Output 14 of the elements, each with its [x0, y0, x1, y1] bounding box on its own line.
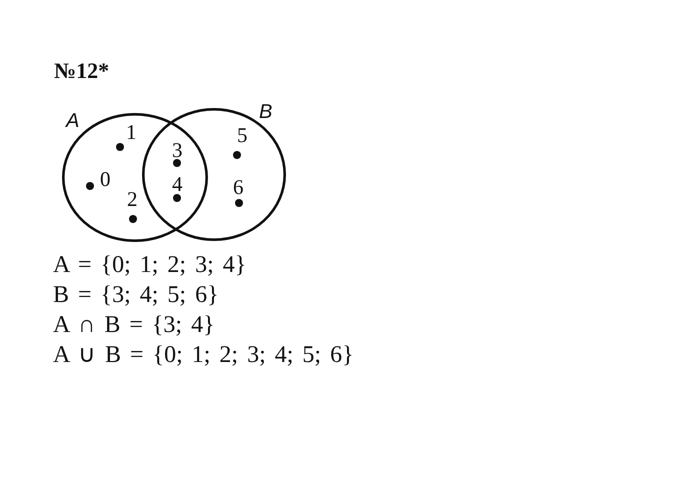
set-equation: A = {0; 1; 2; 3; 4} [53, 251, 246, 280]
element-label: 3 [172, 142, 182, 158]
element-label: 4 [172, 176, 182, 192]
task-number: №12* [54, 60, 110, 82]
set-equation: A ∪ B = {0; 1; 2; 3; 4; 5; 6} [53, 341, 354, 370]
element-label: 6 [233, 179, 244, 195]
set-name: A [66, 111, 80, 131]
set-equation: B = {3; 4; 5; 6} [53, 281, 219, 310]
set-name: B [259, 102, 272, 122]
element-label: 0 [100, 171, 110, 187]
set-equation: A ∩ B = {3; 4} [53, 311, 215, 340]
element-label: 1 [126, 124, 136, 140]
element-label: 2 [127, 191, 138, 207]
element-label: 5 [237, 127, 248, 143]
